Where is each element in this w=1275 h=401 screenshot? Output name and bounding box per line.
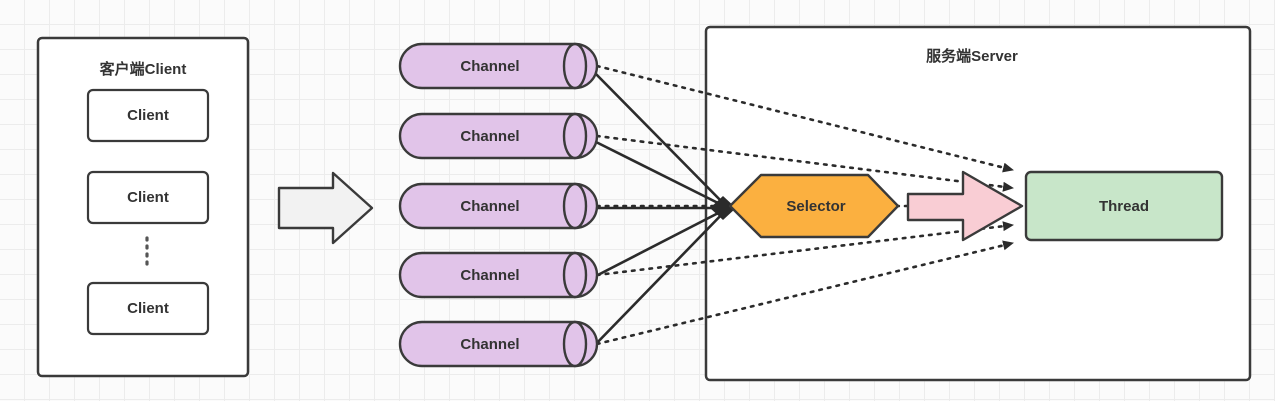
selector-node[interactable]: Selector [728,173,900,239]
client-box-1[interactable]: Client [86,88,210,143]
channel-item-5-label: Channel [460,336,519,353]
client-box-2[interactable]: Client [86,170,210,225]
channel-item-3-label: Channel [460,198,519,215]
selector-label: Selector [786,198,845,215]
client-box-3-label: Client [127,300,169,317]
thread-node[interactable]: Thread [1024,170,1224,242]
solid-line-5 [591,207,729,349]
channel-item-4-label: Channel [460,267,519,284]
channel-item-5[interactable]: Channel [398,320,599,368]
client-box-1-border [86,88,210,143]
server-panel-title: 服务端Server [926,47,1018,65]
solid-line-4 [591,206,729,280]
client-box-2-border [86,170,210,225]
solid-line-1 [591,69,729,209]
channel-item-2-cap [562,112,588,160]
selector-to-thread-arrow [906,170,1024,242]
selector-to-thread-arrow-shape [906,170,1024,242]
dotted-line-5 [595,240,1015,346]
dotted-line-1 [595,64,1015,173]
channel-item-4[interactable]: Channel [398,251,599,299]
client-to-channel-arrow-shape [277,171,374,245]
channel-to-selector-solid-lines [591,69,736,349]
channel-item-5-cap [562,320,588,368]
selector-shape [728,173,900,239]
channel-item-1-label: Channel [460,58,519,75]
client-box-1-label: Client [127,107,169,124]
channel-item-1[interactable]: Channel [398,42,599,90]
channel-item-4-cap [562,251,588,299]
client-to-channel-arrow [277,171,374,245]
thread-shape [1024,170,1224,242]
channel-item-1-cap [562,42,588,90]
client-panel: 客户端Client Client Client Client [36,36,250,378]
dotted-line-4 [595,221,1015,277]
channel-item-2-label: Channel [460,128,519,145]
solid-line-2 [591,138,729,210]
client-box-3[interactable]: Client [86,281,210,336]
channel-item-3-cap [562,182,588,230]
channel-list: Channel Channel Channel Channel Chan [398,42,599,368]
channel-item-2[interactable]: Channel [398,112,599,160]
selector-junction-diamond [710,196,736,220]
channel-item-3[interactable]: Channel [398,182,599,230]
thread-label: Thread [1099,198,1149,215]
client-box-3-border [86,281,210,336]
client-box-2-label: Client [127,189,169,206]
client-panel-title: 客户端Client [99,60,187,78]
